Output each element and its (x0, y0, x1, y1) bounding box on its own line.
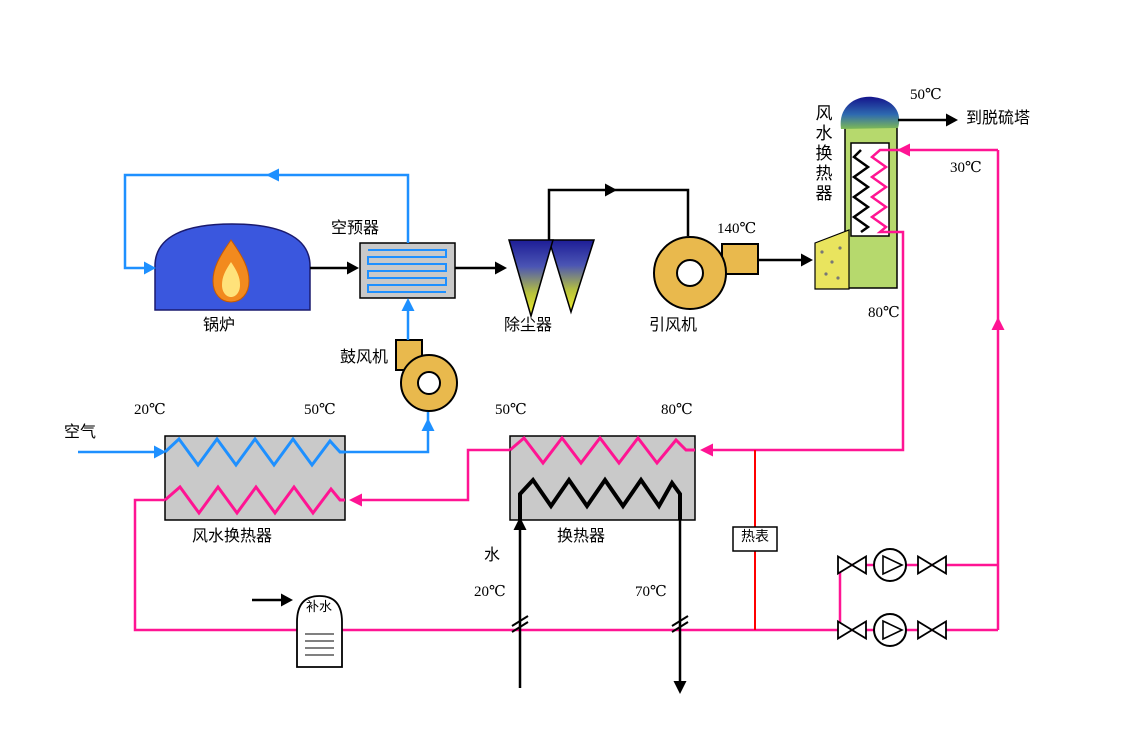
supply-water-temp: 80℃ (868, 305, 900, 321)
water-coil (869, 148, 889, 234)
induced-draft-fan (653, 236, 759, 310)
makeup-water-tank (296, 595, 343, 668)
dust-collector (508, 239, 596, 319)
boiler-label: 锅炉 (203, 317, 236, 334)
return-water-temp: 30℃ (950, 160, 982, 176)
desulfurization-dest-label: 到脱硫塔 (966, 110, 1031, 127)
boiler (154, 223, 311, 311)
valve-icon (917, 619, 934, 641)
pump-valve-assembly-lower (837, 613, 947, 647)
air-in-temp: 20℃ (134, 402, 166, 418)
water-hx-label: 换热器 (557, 528, 606, 545)
forced-draft-fan-label: 鼓风机 (340, 349, 389, 366)
flue-gas-lines (252, 118, 953, 602)
flow-arrows (144, 113, 1005, 694)
gas-coil (851, 149, 871, 234)
forced-draft-fan (395, 339, 458, 412)
hx-hot-out-temp: 50℃ (495, 402, 527, 418)
flue-gas-heat-exchanger-unit (814, 96, 900, 290)
fan-outlet-temp: 140℃ (717, 221, 757, 237)
air-lines (78, 173, 430, 454)
valve-icon (837, 619, 854, 641)
air-coil (163, 436, 345, 468)
hx-hot-in-temp: 80℃ (661, 402, 693, 418)
gas-outlet-plume (840, 96, 900, 129)
hot-coil-whx (509, 435, 695, 466)
pipe-break-right (671, 615, 689, 633)
preheater-coil (367, 249, 447, 293)
air-preheater-label: 空预器 (331, 220, 380, 237)
air-inlet-label: 空气 (64, 424, 97, 441)
air-preheater (359, 242, 456, 299)
water-out-temp: 70℃ (635, 584, 667, 600)
water-pipes (511, 520, 689, 688)
heat-meter-label: 热表 (741, 530, 769, 545)
valve-icon (850, 619, 867, 641)
pipe-break-left (511, 615, 529, 633)
valve-icon (930, 554, 947, 576)
pump-valve-assembly-upper (837, 548, 947, 582)
air-out-temp: 50℃ (304, 402, 336, 418)
water-heat-exchanger (509, 435, 696, 521)
valve-icon (850, 554, 867, 576)
gas-inlet-duct (814, 229, 850, 290)
stack-out-temp: 50℃ (910, 87, 942, 103)
induced-draft-fan-label: 引风机 (649, 317, 698, 334)
water-coil-awhx (164, 484, 345, 516)
flue-gas-hx-label: 风水换热器 (812, 104, 832, 204)
makeup-tank-label: 补水 (306, 599, 333, 614)
dust-collector-label: 除尘器 (504, 317, 553, 334)
pump-icon (873, 613, 907, 647)
cold-coil-whx (518, 476, 682, 520)
valve-icon (930, 619, 947, 641)
water-in-temp: 20℃ (474, 584, 506, 600)
air-water-hx-label: 风水换热器 (192, 528, 273, 545)
heat-meter-box (732, 526, 778, 552)
pump-icon (873, 548, 907, 582)
valve-icon (837, 554, 854, 576)
valve-icon (917, 554, 934, 576)
water-label: 水 (484, 547, 501, 564)
